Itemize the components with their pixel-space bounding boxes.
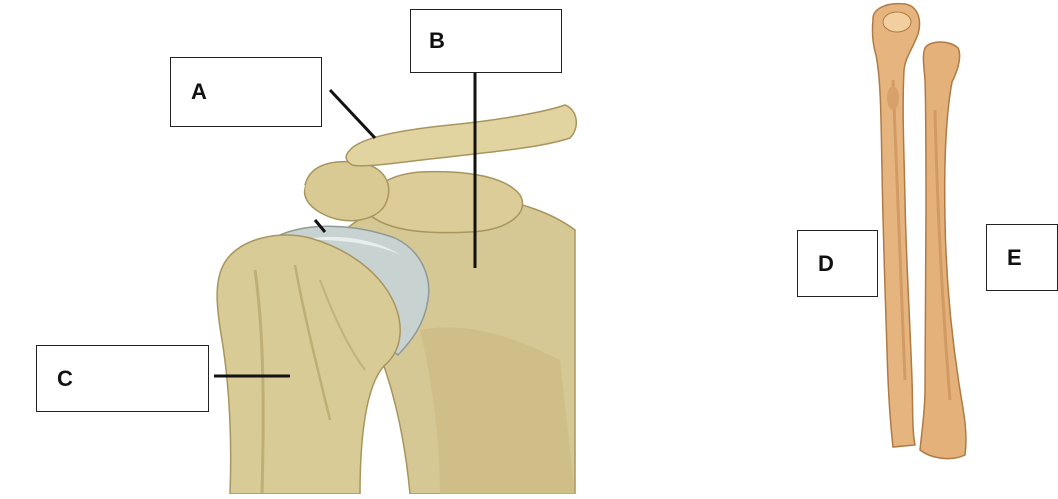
leader-line-a — [330, 90, 375, 138]
coracoid-process — [369, 172, 522, 233]
shoulder-joint-illustration — [217, 105, 576, 494]
label-box-c[interactable]: C — [36, 345, 209, 412]
humerus — [217, 235, 400, 494]
label-box-e[interactable]: E — [986, 224, 1058, 291]
label-c-text: C — [57, 366, 73, 392]
clavicle — [346, 105, 576, 166]
label-e-text: E — [1007, 245, 1022, 271]
label-box-b[interactable]: B — [410, 9, 562, 73]
acromion — [304, 162, 388, 221]
label-a-text: A — [191, 79, 207, 105]
forearm-illustration — [872, 4, 965, 459]
label-box-a[interactable]: A — [170, 57, 322, 127]
label-b-text: B — [429, 28, 445, 54]
label-box-d[interactable]: D — [797, 230, 878, 297]
label-d-text: D — [818, 251, 834, 277]
radius — [920, 42, 966, 459]
ulna — [872, 4, 919, 447]
